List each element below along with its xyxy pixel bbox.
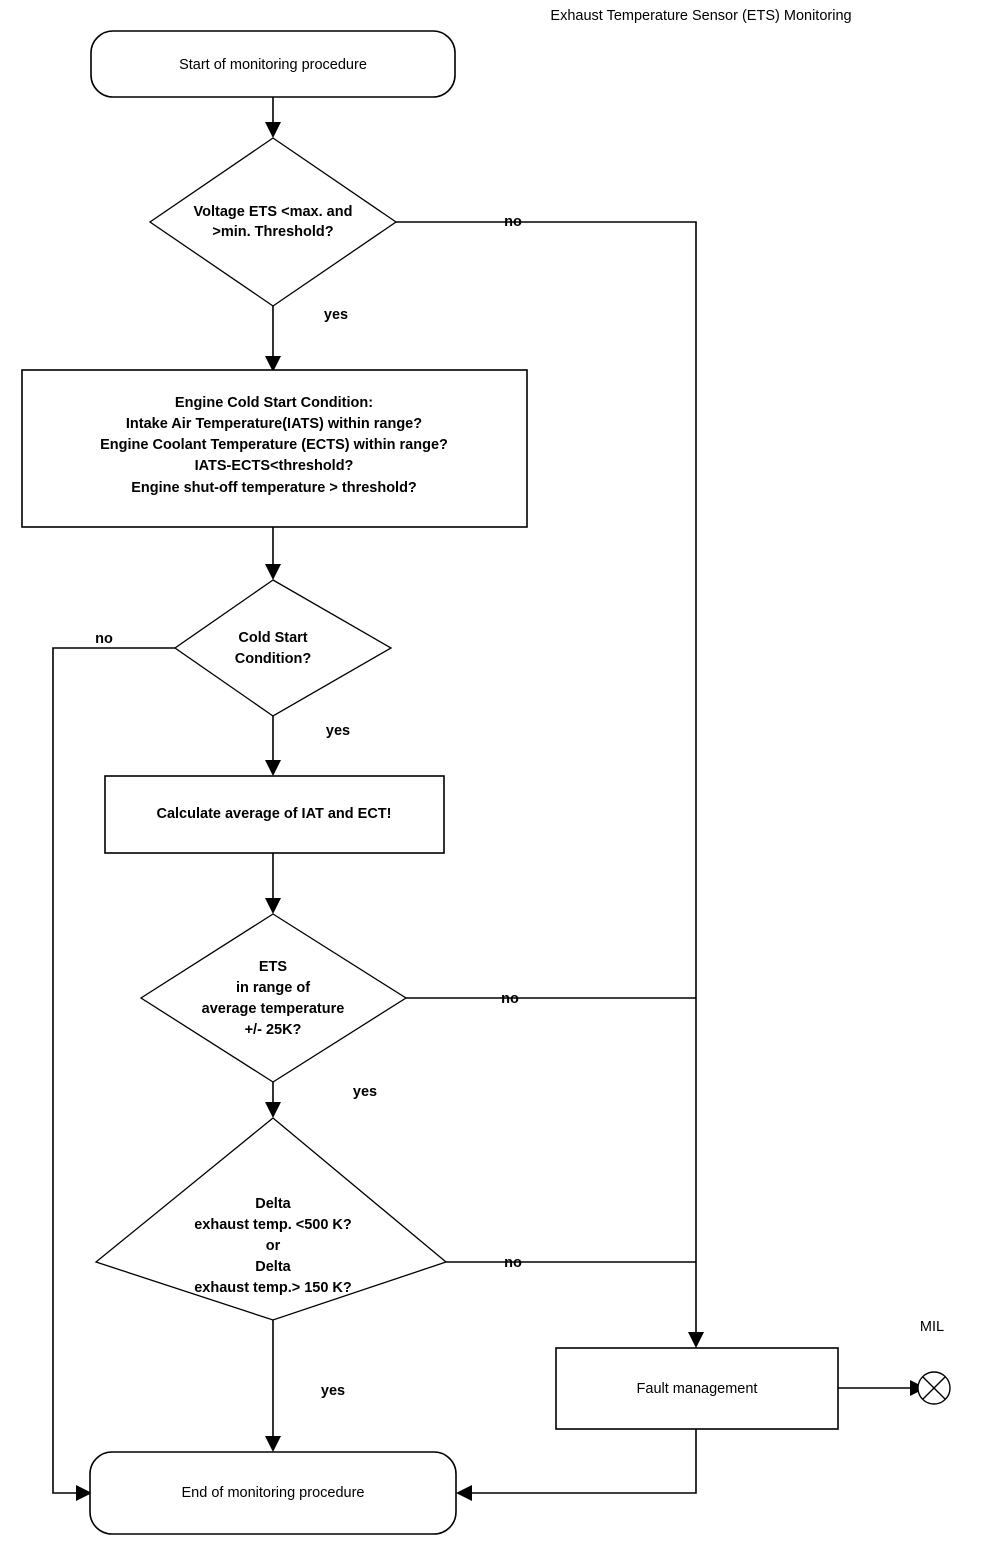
cold-start-decision-shape — [173, 579, 393, 717]
cold-start-process-line2: Intake Air Temperature(IATS) within rang… — [126, 416, 422, 432]
cold-start-process-line4: IATS-ECTS<threshold? — [195, 458, 354, 474]
voltage-check-line2: >min. Threshold? — [212, 224, 333, 240]
edge-label-delta-no: no — [504, 1255, 522, 1271]
ets-range-line4: +/- 25K? — [245, 1022, 302, 1038]
edge-fault-to-end — [470, 1429, 697, 1494]
voltage-check-shape — [148, 137, 398, 307]
edge-coldstart-no — [52, 647, 175, 1494]
cold-start-process-line1: Engine Cold Start Condition: — [175, 395, 373, 411]
arrowhead-coldstart-process-in — [265, 356, 281, 372]
ets-range-line2: in range of — [236, 980, 310, 996]
node-delta-decision[interactable]: Delta exhaust temp. <500 K? or Delta exh… — [94, 1117, 448, 1321]
arrowhead-end-left-in — [76, 1485, 92, 1501]
ets-range-line3: average temperature — [202, 1001, 345, 1017]
end-shape — [89, 1451, 457, 1535]
node-start[interactable]: Start of monitoring procedure — [90, 30, 456, 98]
ets-range-line1: ETS — [259, 959, 288, 975]
diagram-title: Exhaust Temperature Sensor (ETS) Monitor… — [550, 8, 851, 24]
edge-label-coldstart-yes: yes — [326, 723, 350, 739]
node-cold-start-process[interactable]: Engine Cold Start Condition: Intake Air … — [21, 369, 528, 528]
node-fault-management[interactable]: Fault management — [555, 1347, 839, 1430]
node-voltage-check[interactable]: Voltage ETS <max. and >min. Threshold? — [148, 137, 398, 307]
arrowhead-coldstart-decision-in — [265, 564, 281, 580]
cold-start-decision-line2: Condition? — [235, 651, 312, 667]
cold-start-decision-line1: Cold Start — [238, 630, 307, 646]
delta-line3: or — [266, 1238, 281, 1254]
start-shape — [90, 30, 456, 98]
edge-label-delta-yes: yes — [321, 1383, 345, 1399]
cold-start-process-line5: Engine shut-off temperature > threshold? — [131, 480, 417, 496]
arrowhead-fault-in — [688, 1332, 704, 1348]
node-cold-start-decision[interactable]: Cold Start Condition? — [173, 579, 393, 717]
end-label: End of monitoring procedure — [182, 1485, 365, 1501]
delta-line2: exhaust temp. <500 K? — [194, 1217, 352, 1233]
arrowhead-end-right-in — [456, 1485, 472, 1501]
arrowhead-delta-in — [265, 1102, 281, 1118]
cold-start-process-shape — [21, 369, 528, 528]
mil-lamp-cross-b — [922, 1376, 946, 1400]
cold-start-process-line3: Engine Coolant Temperature (ECTS) within… — [100, 437, 448, 453]
node-mil[interactable]: MIL — [917, 1319, 951, 1405]
edge-label-coldstart-no: no — [95, 631, 113, 647]
node-calculate-average[interactable]: Calculate average of IAT and ECT! — [104, 775, 445, 854]
start-label: Start of monitoring procedure — [179, 57, 367, 73]
calculate-average-shape — [104, 775, 445, 854]
delta-decision-shape — [94, 1117, 448, 1321]
delta-line1: Delta — [255, 1196, 291, 1212]
ets-range-decision-shape — [139, 913, 408, 1083]
node-ets-range-decision[interactable]: ETS in range of average temperature +/- … — [139, 913, 408, 1083]
edge-voltage-no — [396, 221, 697, 1340]
arrowhead-end-top-in — [265, 1436, 281, 1452]
delta-line4: Delta — [255, 1259, 291, 1275]
connector-layer — [52, 97, 926, 1501]
calculate-average-label: Calculate average of IAT and ECT! — [156, 806, 391, 822]
arrowhead-ets-in — [265, 898, 281, 914]
edge-label-voltage-yes: yes — [324, 307, 348, 323]
arrowhead-voltage-in — [265, 122, 281, 138]
edge-label-voltage-no: no — [504, 214, 522, 230]
fault-management-shape — [555, 1347, 839, 1430]
fault-management-label: Fault management — [637, 1381, 758, 1397]
arrowhead-calc-in — [265, 760, 281, 776]
edge-label-ets-no: no — [501, 991, 519, 1007]
edge-label-ets-yes: yes — [353, 1084, 377, 1100]
delta-line5: exhaust temp.> 150 K? — [194, 1280, 352, 1296]
voltage-check-line1: Voltage ETS <max. and — [194, 204, 353, 220]
node-end[interactable]: End of monitoring procedure — [89, 1451, 457, 1535]
mil-label: MIL — [920, 1319, 944, 1335]
